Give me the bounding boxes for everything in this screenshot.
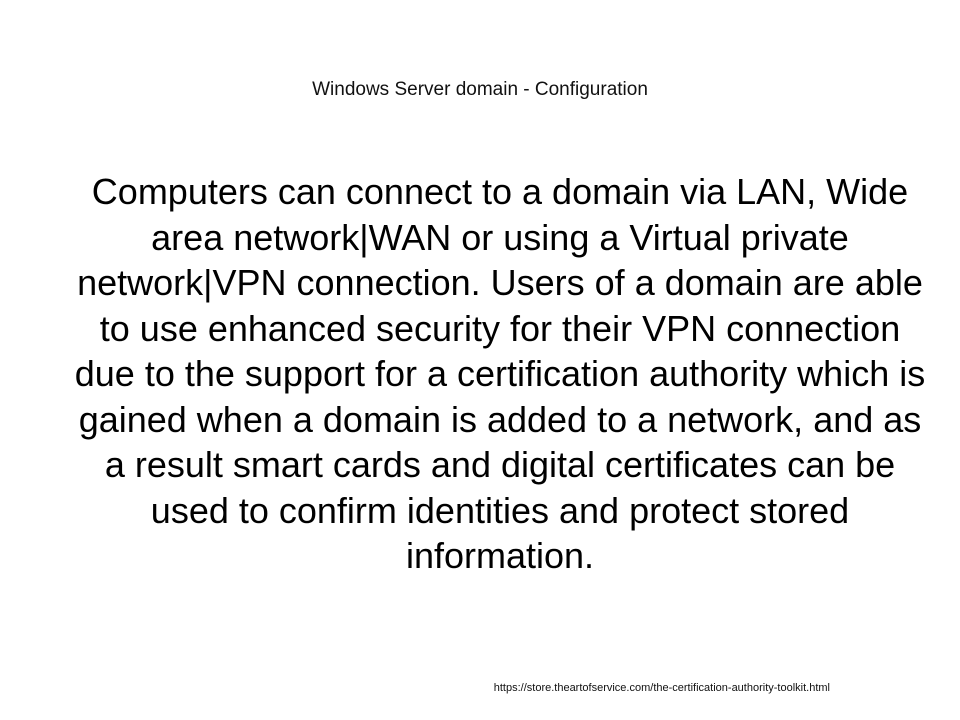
footer-url: https://store.theartofservice.com/the-ce… xyxy=(493,682,830,694)
slide-title: Windows Server domain - Configuration xyxy=(312,79,648,100)
slide-body-text: Computers can connect to a domain via LA… xyxy=(74,171,926,576)
